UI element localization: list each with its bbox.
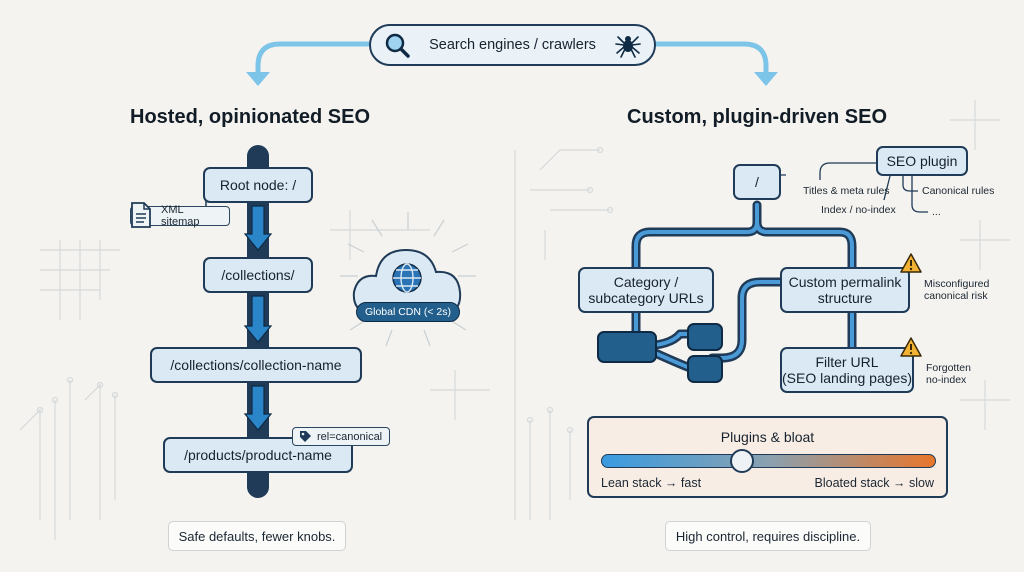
warning-icon bbox=[900, 253, 922, 273]
left-title: Hosted, opinionated SEO bbox=[130, 106, 371, 128]
filter-warning-line-1: Forgotten bbox=[926, 362, 971, 374]
collection-name-node: /collections/collection-name bbox=[150, 347, 362, 383]
arrow-head-right bbox=[754, 72, 778, 86]
filter-line-1: Filter URL bbox=[815, 354, 879, 370]
canonical-tag: rel=canonical bbox=[292, 427, 390, 446]
sitemap-tag: XML sitemap bbox=[130, 204, 230, 228]
spider-icon bbox=[615, 36, 641, 58]
filter-warning-line-2: no-index bbox=[926, 374, 967, 386]
tag-icon bbox=[300, 431, 311, 442]
rule-canonical: Canonical rules bbox=[922, 185, 995, 197]
canonical-label: rel=canonical bbox=[317, 430, 383, 443]
pipe-block-main bbox=[597, 331, 657, 363]
permalink-warning-line-1: Misconfigured bbox=[924, 278, 990, 290]
permalink-line-2: structure bbox=[817, 290, 873, 306]
right-title: Custom, plugin-driven SEO bbox=[627, 106, 888, 128]
bloat-track bbox=[601, 454, 936, 468]
pipe-block-upper bbox=[687, 323, 723, 351]
bloat-slider-knob[interactable] bbox=[729, 449, 754, 473]
slider-left-label: Lean stack → fast bbox=[601, 476, 702, 490]
filter-line-2: (SEO landing pages) bbox=[782, 370, 912, 386]
pipe-block-lower bbox=[687, 355, 723, 383]
plugins-bloat-panel: Plugins & bloat Lean stack → fast Bloate… bbox=[587, 416, 948, 498]
cdn-label: Global CDN (< 2s) bbox=[364, 306, 452, 318]
arrow-head-left bbox=[246, 72, 270, 86]
rule-titles-meta: Titles & meta rules bbox=[803, 185, 890, 197]
root-node: Root node: / bbox=[203, 167, 313, 203]
category-line-1: Category / bbox=[613, 274, 679, 290]
crawlers-pill: Search engines / crawlers bbox=[369, 24, 656, 66]
category-line-2: subcategory URLs bbox=[588, 290, 704, 306]
permalink-node: Custom permalink structure bbox=[780, 267, 910, 313]
cdn-rays bbox=[340, 212, 476, 347]
left-caption: Safe defaults, fewer knobs. bbox=[168, 521, 346, 551]
permalink-warning-line-2: canonical risk bbox=[924, 290, 988, 302]
globe-icon bbox=[392, 263, 422, 293]
cdn-badge: Global CDN (< 2s) bbox=[356, 302, 460, 322]
filter-url-node: Filter URL (SEO landing pages) bbox=[780, 347, 914, 393]
magnifier-icon bbox=[385, 33, 410, 58]
warning-icon bbox=[900, 337, 922, 357]
right-caption: High control, requires discipline. bbox=[665, 521, 871, 551]
seo-plugin-node: SEO plugin bbox=[876, 146, 968, 176]
right-root-node: / bbox=[733, 164, 781, 200]
crawlers-label: Search engines / crawlers bbox=[429, 37, 596, 53]
rule-index-noindex: Index / no-index bbox=[821, 204, 896, 216]
category-node: Category / subcategory URLs bbox=[578, 267, 714, 313]
plugins-bloat-title: Plugins & bloat bbox=[720, 429, 815, 445]
sitemap-label: XML sitemap bbox=[161, 204, 200, 228]
permalink-line-1: Custom permalink bbox=[788, 274, 902, 290]
rule-more: ... bbox=[932, 206, 941, 218]
document-icon bbox=[131, 202, 151, 228]
collections-node: /collections/ bbox=[203, 257, 313, 293]
product-name-node: /products/product-name bbox=[163, 437, 353, 473]
slider-right-label: Bloated stack → slow bbox=[814, 476, 935, 490]
